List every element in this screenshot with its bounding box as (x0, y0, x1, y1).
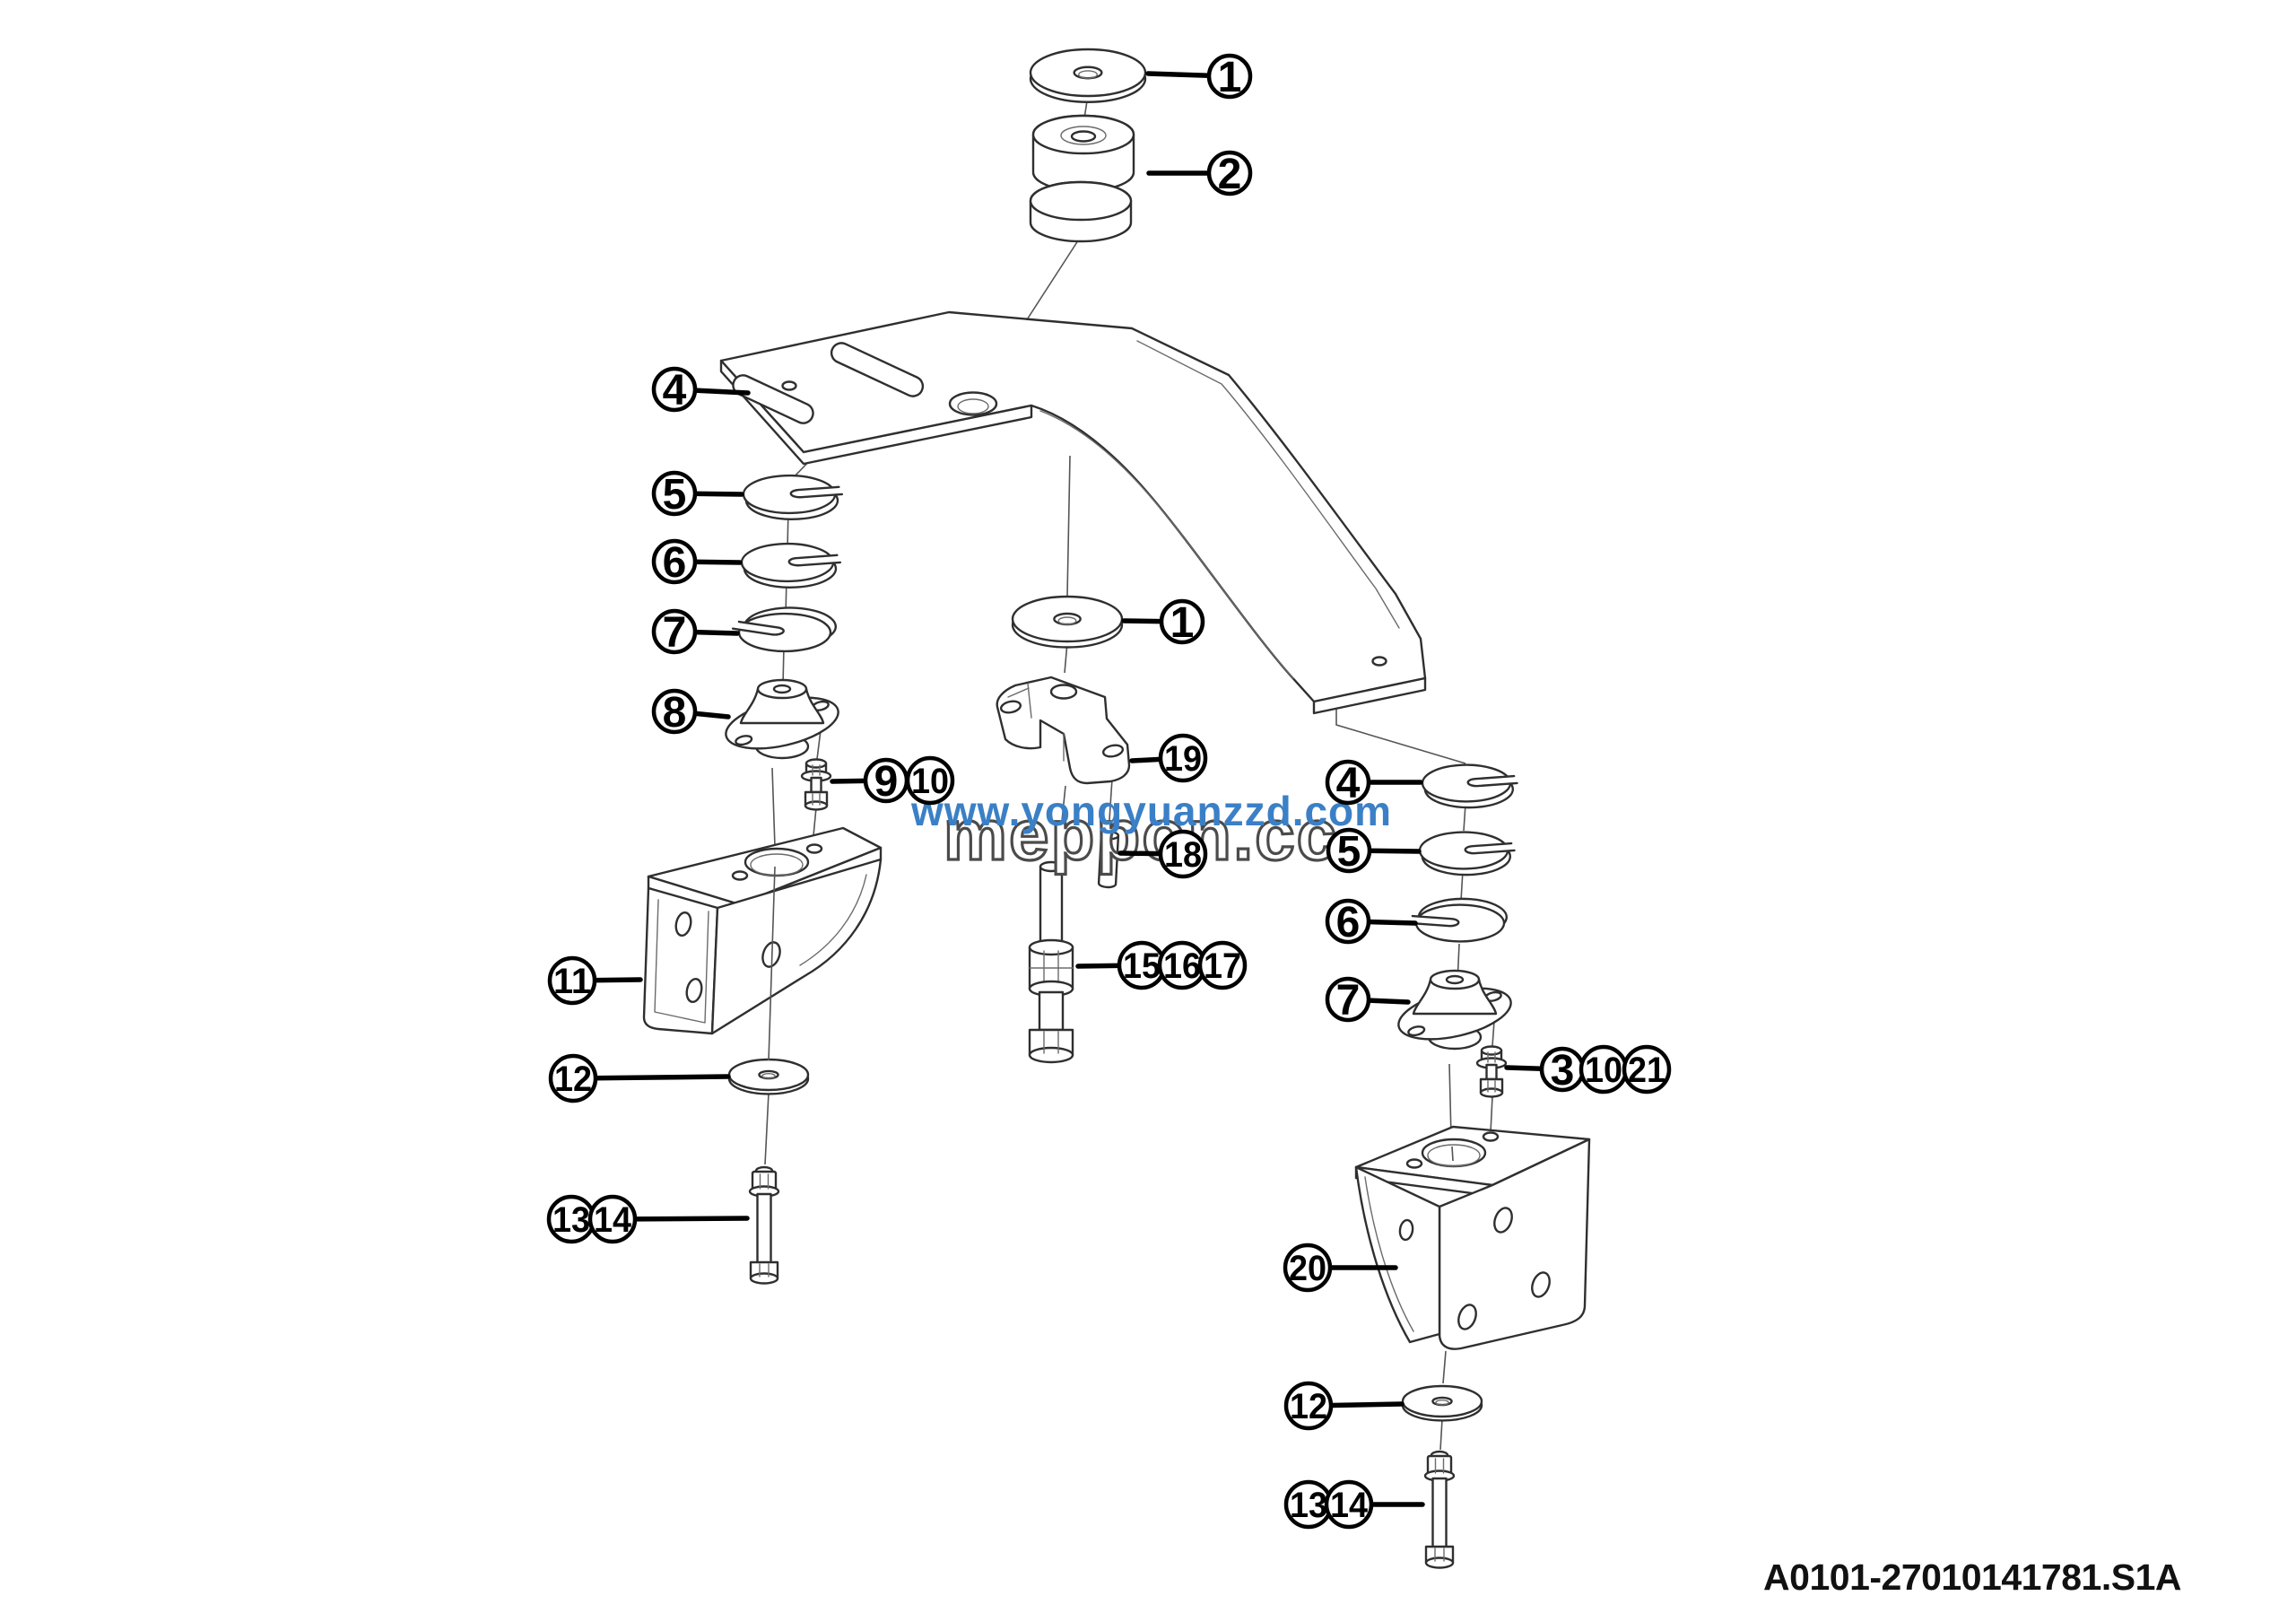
watermark-site-name: meppon.cc (944, 795, 1338, 875)
svg-text:10: 10 (1585, 1051, 1622, 1090)
svg-text:20: 20 (1289, 1249, 1326, 1288)
part-mount-8 (719, 678, 845, 760)
svg-text:5: 5 (663, 471, 687, 519)
callout-1[interactable]: 1 (1206, 53, 1253, 101)
svg-text:7: 7 (1336, 977, 1361, 1025)
svg-text:6: 6 (663, 539, 687, 587)
part-bolt-13-14-left (748, 1165, 780, 1285)
part-bolt-15-16-17 (1028, 860, 1074, 1064)
callout-4[interactable]: 4 (1325, 759, 1371, 807)
part-washer-5-right (1412, 827, 1525, 879)
callout-5[interactable]: 5 (651, 470, 698, 519)
part-washer-1-top (1029, 48, 1147, 104)
part-stud-18 (1097, 830, 1120, 889)
part-washer-4-right (1414, 760, 1527, 812)
callout-6[interactable]: 6 (651, 538, 698, 587)
watermark-url: www.yongyuanzzd.com (910, 788, 1392, 834)
part-washer-6-left (733, 539, 851, 592)
part-washer-12-left (727, 1058, 810, 1095)
part-bracket-20 (1354, 1125, 1591, 1350)
callout-leader-12 (570, 1074, 731, 1081)
part-bolt-13-14-right (1423, 1450, 1456, 1569)
callout-12[interactable]: 12 (1283, 1381, 1334, 1431)
part-washer-12-right (1401, 1384, 1483, 1422)
part-washer-7-left (718, 600, 850, 658)
svg-text:4: 4 (663, 367, 687, 414)
callout-4[interactable]: 4 (651, 366, 698, 414)
svg-text:13: 13 (552, 1200, 590, 1240)
svg-text:1: 1 (1170, 599, 1195, 647)
callout-19[interactable]: 19 (1158, 733, 1208, 783)
part-bracket-4-beam (719, 310, 1427, 715)
svg-text:3: 3 (1551, 1047, 1575, 1094)
part-washer-1-middle (1011, 595, 1124, 649)
callout-7[interactable]: 7 (1325, 976, 1371, 1025)
svg-text:14: 14 (1330, 1486, 1369, 1525)
callout-12[interactable]: 12 (548, 1053, 598, 1103)
part-bolt-9-10 (800, 758, 832, 811)
callout-9[interactable]: 9 (863, 757, 909, 806)
svg-text:13: 13 (1290, 1486, 1327, 1525)
callout-10[interactable]: 10 (905, 755, 955, 806)
part-washer-6-right (1402, 894, 1515, 946)
callout-7[interactable]: 7 (651, 608, 698, 657)
callout-6[interactable]: 6 (1325, 898, 1371, 946)
part-washer-5-left (735, 471, 853, 524)
svg-text:19: 19 (1164, 739, 1202, 779)
callout-1[interactable]: 1 (1159, 598, 1205, 647)
callout-15[interactable]: 15 (1117, 940, 1167, 990)
svg-text:15: 15 (1123, 946, 1161, 986)
callout-10[interactable]: 10 (1578, 1044, 1629, 1094)
svg-text:10: 10 (911, 762, 949, 801)
svg-text:12: 12 (1290, 1387, 1327, 1426)
part-bracket-11 (642, 826, 883, 1035)
svg-text:14: 14 (594, 1200, 632, 1240)
svg-text:4: 4 (1336, 760, 1361, 807)
part-clamp-19 (996, 676, 1131, 785)
svg-text:2: 2 (1218, 151, 1242, 198)
svg-text:18: 18 (1164, 835, 1202, 875)
svg-text:5: 5 (1337, 828, 1361, 876)
svg-text:11: 11 (553, 962, 591, 1001)
svg-text:12: 12 (554, 1060, 592, 1099)
callout-8[interactable]: 8 (651, 688, 698, 737)
svg-text:7: 7 (663, 609, 687, 657)
drawing-number: A0101-27010141781.S1A (1763, 1557, 2181, 1598)
svg-text:6: 6 (1336, 899, 1361, 946)
callout-14[interactable]: 14 (1324, 1479, 1374, 1530)
svg-text:8: 8 (663, 689, 687, 737)
callout-5[interactable]: 5 (1326, 827, 1372, 876)
assembly-axis-overlay (768, 866, 1454, 1384)
svg-text:9: 9 (874, 758, 899, 806)
callout-2[interactable]: 2 (1206, 150, 1253, 198)
callout-11[interactable]: 11 (547, 955, 597, 1006)
part-cushion-2 (1029, 114, 1135, 243)
part-bolt-3-10-21 (1475, 1045, 1508, 1098)
callout-17[interactable]: 17 (1197, 940, 1248, 990)
svg-text:16: 16 (1163, 946, 1201, 986)
callout-13[interactable]: 13 (546, 1194, 596, 1244)
callout-14[interactable]: 14 (587, 1194, 638, 1244)
callout-18[interactable]: 18 (1158, 829, 1208, 879)
callout-20[interactable]: 20 (1283, 1243, 1333, 1293)
part-mount-7-right (1392, 969, 1518, 1051)
callout-21[interactable]: 21 (1622, 1044, 1672, 1094)
svg-text:21: 21 (1628, 1051, 1665, 1090)
svg-text:1: 1 (1218, 54, 1242, 101)
callout-16[interactable]: 16 (1157, 940, 1207, 990)
callout-13[interactable]: 13 (1283, 1479, 1334, 1530)
svg-text:17: 17 (1204, 946, 1241, 986)
callout-3[interactable]: 3 (1539, 1046, 1586, 1094)
